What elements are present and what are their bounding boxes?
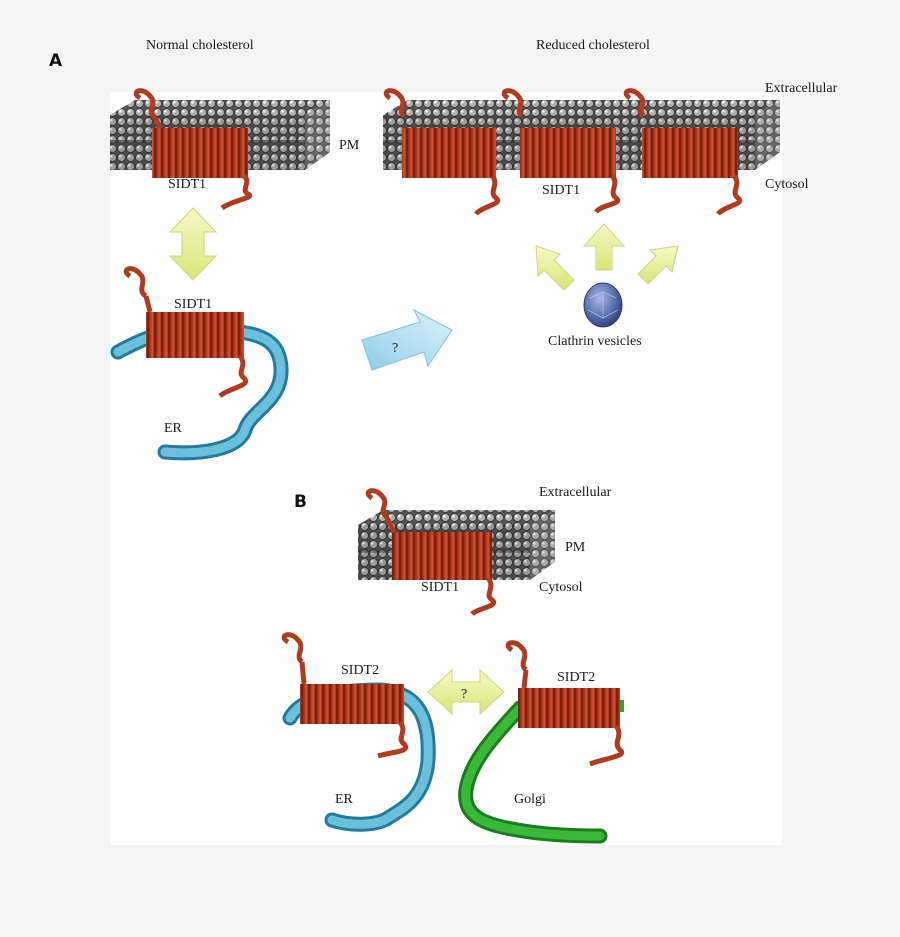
er-label-a: ER — [164, 421, 182, 436]
sidt1-protein-pm-reduced-2 — [501, 88, 621, 214]
clathrin-vesicles-label: Clathrin vesicles — [548, 334, 642, 349]
panel-letter-b: B — [294, 492, 307, 512]
sidt1-protein-pm-normal — [133, 88, 253, 211]
golgi-label: Golgi — [514, 792, 546, 807]
extracellular-label-a: Extracellular — [765, 81, 838, 96]
sidt2-protein-golgi — [505, 640, 625, 767]
panel-letter-a: A — [49, 51, 63, 71]
sidt1-label-pm-normal: SIDT1 — [168, 177, 207, 192]
sidt2-label-er: SIDT2 — [341, 663, 380, 678]
sidt1-protein-pm-reduced-1 — [383, 88, 501, 216]
sidt2-protein-er — [281, 632, 409, 759]
sidt1-protein-pm-b — [365, 488, 497, 617]
sidt1-label-pm-reduced: SIDT1 — [542, 183, 581, 198]
sidt1-protein-pm-reduced-3 — [623, 88, 743, 216]
extracellular-label-b: Extracellular — [539, 485, 612, 500]
normal-cholesterol-title: Normal cholesterol — [146, 38, 254, 53]
er-golgi-question-mark: ? — [461, 687, 467, 702]
bidirectional-arrow-er-golgi: ? — [427, 668, 505, 716]
bidirectional-arrow-pm-er — [168, 207, 218, 281]
sidt1-label-er: SIDT1 — [174, 297, 213, 312]
figure-panel-background — [110, 92, 782, 845]
pm-label-a: PM — [339, 138, 360, 153]
sidt1-label-b: SIDT1 — [421, 580, 460, 595]
sidt2-label-golgi: SIDT2 — [557, 670, 596, 685]
cytosol-label-b: Cytosol — [539, 580, 583, 595]
blue-arrow-question: ? — [361, 308, 453, 371]
arrow-question-mark: ? — [392, 341, 398, 356]
clathrin-vesicle — [583, 282, 623, 328]
vesicle-arrows — [535, 223, 679, 291]
sidt1-protein-er — [123, 266, 249, 398]
reduced-cholesterol-title: Reduced cholesterol — [536, 38, 650, 53]
cytosol-label-a: Cytosol — [765, 177, 809, 192]
er-label-b: ER — [335, 792, 353, 807]
pm-label-b: PM — [565, 540, 586, 555]
